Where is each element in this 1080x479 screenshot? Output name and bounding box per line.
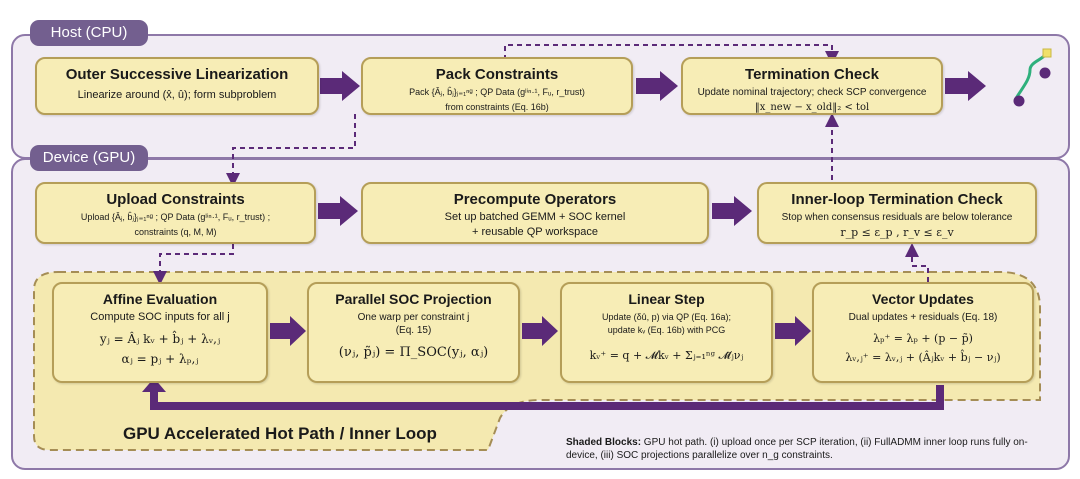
outer-title: Outer Successive Linearization	[65, 66, 289, 83]
pack-constraints-box: Pack Constraints Pack {Âⱼ, b̂ⱼ}ⱼ₌₁ⁿᵍ ; Q…	[361, 57, 633, 115]
pack-title: Pack Constraints	[435, 66, 559, 83]
inner-term-formula: r_p ≤ ε_p , r_v ≤ ε_v	[840, 226, 954, 239]
termination-check-box: Termination Check Update nominal traject…	[681, 57, 943, 115]
linear-line2: update kᵥ (Eq. 16b) with PCG	[607, 325, 726, 335]
precompute-line1: Set up batched GEMM + SOC kernel	[444, 211, 626, 223]
affine-formula-2: αⱼ = pⱼ + λₚ,ⱼ	[121, 352, 199, 366]
vector-formula-2: λᵥ,ⱼ⁺ = λᵥ,ⱼ + (Âⱼkᵥ + b̂ⱼ − νⱼ)	[845, 351, 1001, 364]
soc-projection-box: Parallel SOC Projection One warp per con…	[307, 282, 520, 383]
vector-line1: Dual updates + residuals (Eq. 18)	[848, 312, 998, 323]
term-line1: Update nominal trajectory; check SCP con…	[697, 87, 927, 98]
inner-termination-box: Inner-loop Termination Check Stop when c…	[757, 182, 1037, 244]
linear-formula: kᵥ⁺ = q + 𝓜kᵥ + Σⱼ₌₁ⁿᵍ 𝓜̄ⱼνⱼ	[589, 349, 744, 362]
affine-line1: Compute SOC inputs for all j	[90, 311, 230, 323]
note-label: Shaded Blocks:	[566, 437, 642, 448]
linear-step-box: Linear Step Update (δû, p) via QP (Eq. 1…	[560, 282, 773, 383]
vector-formula-1: λₚ⁺ = λₚ + (p − p̃)	[873, 332, 973, 345]
precompute-line2: + reusable QP workspace	[471, 226, 599, 238]
device-tag: Device (GPU)	[30, 145, 148, 171]
soc-line1: One warp per constraint j	[357, 312, 470, 323]
upload-line2: constraints (q, M, M)	[134, 227, 217, 237]
outer-linearization-box: Outer Successive Linearization Linearize…	[35, 57, 319, 115]
term-formula: ‖x_new − x_old‖₂ < tol	[754, 102, 870, 113]
upload-title: Upload Constraints	[106, 191, 245, 208]
soc-title: Parallel SOC Projection	[335, 291, 492, 307]
vector-updates-box: Vector Updates Dual updates + residuals …	[812, 282, 1034, 383]
precompute-title: Precompute Operators	[453, 191, 617, 208]
precompute-operators-box: Precompute Operators Set up batched GEMM…	[361, 182, 709, 244]
vector-title: Vector Updates	[872, 291, 974, 307]
affine-evaluation-box: Affine Evaluation Compute SOC inputs for…	[52, 282, 268, 383]
pack-line2: from constraints (Eq. 16b)	[445, 102, 549, 112]
host-tag: Host (CPU)	[30, 20, 148, 46]
soc-line2: (Eq. 15)	[395, 325, 432, 336]
pack-line1: Pack {Âⱼ, b̂ⱼ}ⱼ₌₁ⁿᵍ ; QP Data (gˡⁱⁿ·¹, F…	[409, 87, 585, 97]
note-text: GPU hot path. (i) upload once per SCP it…	[566, 437, 1028, 461]
linear-title: Linear Step	[628, 291, 705, 307]
upload-constraints-box: Upload Constraints Upload {Âⱼ, b̂ⱼ}ⱼ₌₁ⁿᵍ…	[35, 182, 316, 244]
outer-line1: Linearize around (x̂, û); form subproble…	[77, 89, 277, 101]
hot-path-caption: GPU Accelerated Hot Path / Inner Loop	[123, 424, 437, 443]
inner-term-title: Inner-loop Termination Check	[791, 191, 1003, 208]
shaded-blocks-note: Shaded Blocks: GPU hot path. (i) upload …	[566, 436, 1046, 462]
upload-line1: Upload {Âⱼ, b̂ⱼ}ⱼ₌₁ⁿᵍ ; QP Data (gˡⁱⁿ·¹,…	[80, 212, 271, 222]
affine-formula-1: yⱼ = Âⱼ kᵥ + b̂ⱼ + λᵥ,ⱼ	[99, 332, 221, 346]
affine-title: Affine Evaluation	[102, 291, 218, 307]
linear-line1: Update (δû, p) via QP (Eq. 16a);	[602, 312, 731, 322]
inner-term-line1: Stop when consensus residuals are below …	[781, 212, 1013, 223]
term-title: Termination Check	[745, 66, 879, 83]
soc-formula: (νⱼ, p̃ⱼ) = Π_SOC(yⱼ, αⱼ)	[338, 345, 489, 360]
